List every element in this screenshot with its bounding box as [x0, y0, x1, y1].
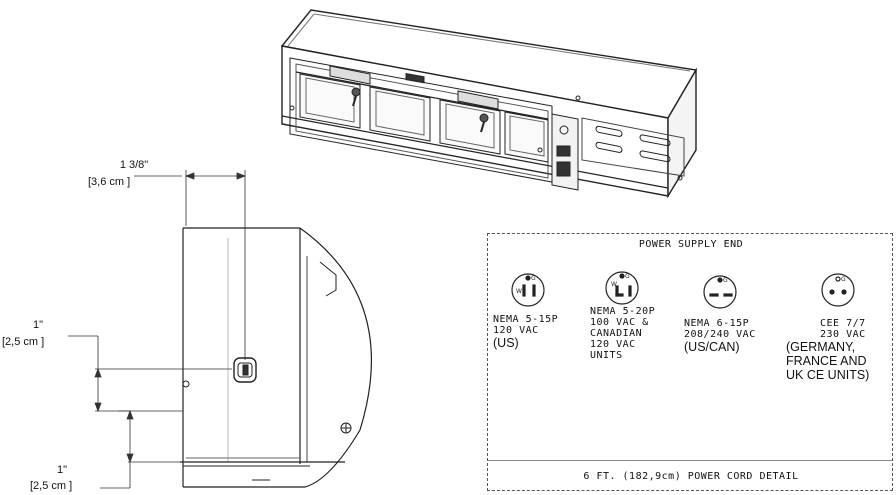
- plug-line: UK CE UNITS): [786, 368, 870, 382]
- dim-lower-metric: [2,5 cm ]: [30, 480, 73, 492]
- vent-2: [639, 134, 671, 147]
- svg-text:G: G: [531, 275, 536, 282]
- svg-text:G: G: [723, 277, 728, 284]
- dim-top-fraction: 1 3/8": [119, 159, 149, 171]
- plug-label-nema-5-20p: NEMA 5-20P 100 VAC & CANADIAN 120 VAC UN…: [590, 306, 680, 361]
- plug-line: NEMA 6-15P: [684, 318, 750, 329]
- plug-line: (US/CAN): [684, 340, 740, 354]
- plug-line: NEMA 5-20P: [590, 306, 656, 317]
- cee-7-7-plug-icon: G: [821, 273, 855, 307]
- bracket-left: [329, 65, 371, 85]
- power-supply-divider: [488, 460, 892, 461]
- bracket-right: [457, 90, 499, 110]
- svg-text:W: W: [611, 281, 617, 288]
- plug-line: NEMA 5-15P: [493, 314, 559, 325]
- display-window: [556, 145, 571, 157]
- power-inlet: [556, 161, 571, 177]
- dim-top-metric: [3,6 cm ]: [88, 176, 131, 188]
- power-supply-title: POWER SUPPLY END: [638, 239, 744, 250]
- vent-4: [639, 150, 671, 163]
- plug-line: CANADIAN: [590, 328, 643, 339]
- plug-line: (GERMANY,: [786, 340, 856, 354]
- plug-line: 120 VAC: [493, 325, 539, 336]
- svg-text:G: G: [841, 276, 846, 283]
- plug-line: (US): [493, 336, 519, 350]
- plug-label-nema-6-15p: NEMA 6-15P 208/240 VAC (US/CAN): [684, 318, 784, 354]
- vent-1: [595, 125, 623, 137]
- nema-5-15p-plug-icon: G W: [511, 273, 545, 307]
- plug-line: CEE 7/7: [820, 318, 866, 329]
- plug-icons: G W G W: [511, 271, 855, 309]
- vent-3: [595, 141, 623, 153]
- svg-text:G: G: [625, 273, 630, 280]
- dim-upper-imperial: 1": [32, 319, 44, 331]
- plug-line: 208/240 VAC: [684, 329, 756, 340]
- power-supply-detail-box: POWER SUPPLY END G W: [487, 233, 893, 491]
- plug-label-cee-7-7: CEE 7/7 230 VAC (GERMANY, FRANCE AND UK …: [786, 318, 892, 382]
- plug-line: FRANCE AND: [786, 354, 867, 368]
- plug-line: 230 VAC: [820, 329, 866, 340]
- unit-side-face: [667, 67, 697, 199]
- power-cord-footer: 6 FT. (182,9cm) POWER CORD DETAIL: [583, 471, 799, 482]
- plug-line: UNITS: [590, 350, 623, 361]
- dim-lower-imperial: 1": [56, 464, 68, 476]
- nema-5-20p-plug-icon: G W: [605, 271, 639, 305]
- svg-text:W: W: [516, 288, 522, 295]
- power-switch: [559, 125, 569, 135]
- plug-label-nema-5-15p: NEMA 5-15P 120 VAC (US): [493, 314, 583, 350]
- nema-6-15p-plug-icon: G: [703, 275, 737, 309]
- plug-line: 120 VAC: [590, 339, 636, 350]
- dim-upper-metric: [2,5 cm ]: [2, 336, 45, 348]
- plug-line: 100 VAC &: [590, 317, 649, 328]
- detail-boundary-arc: [299, 227, 372, 488]
- pan-4: [504, 111, 549, 163]
